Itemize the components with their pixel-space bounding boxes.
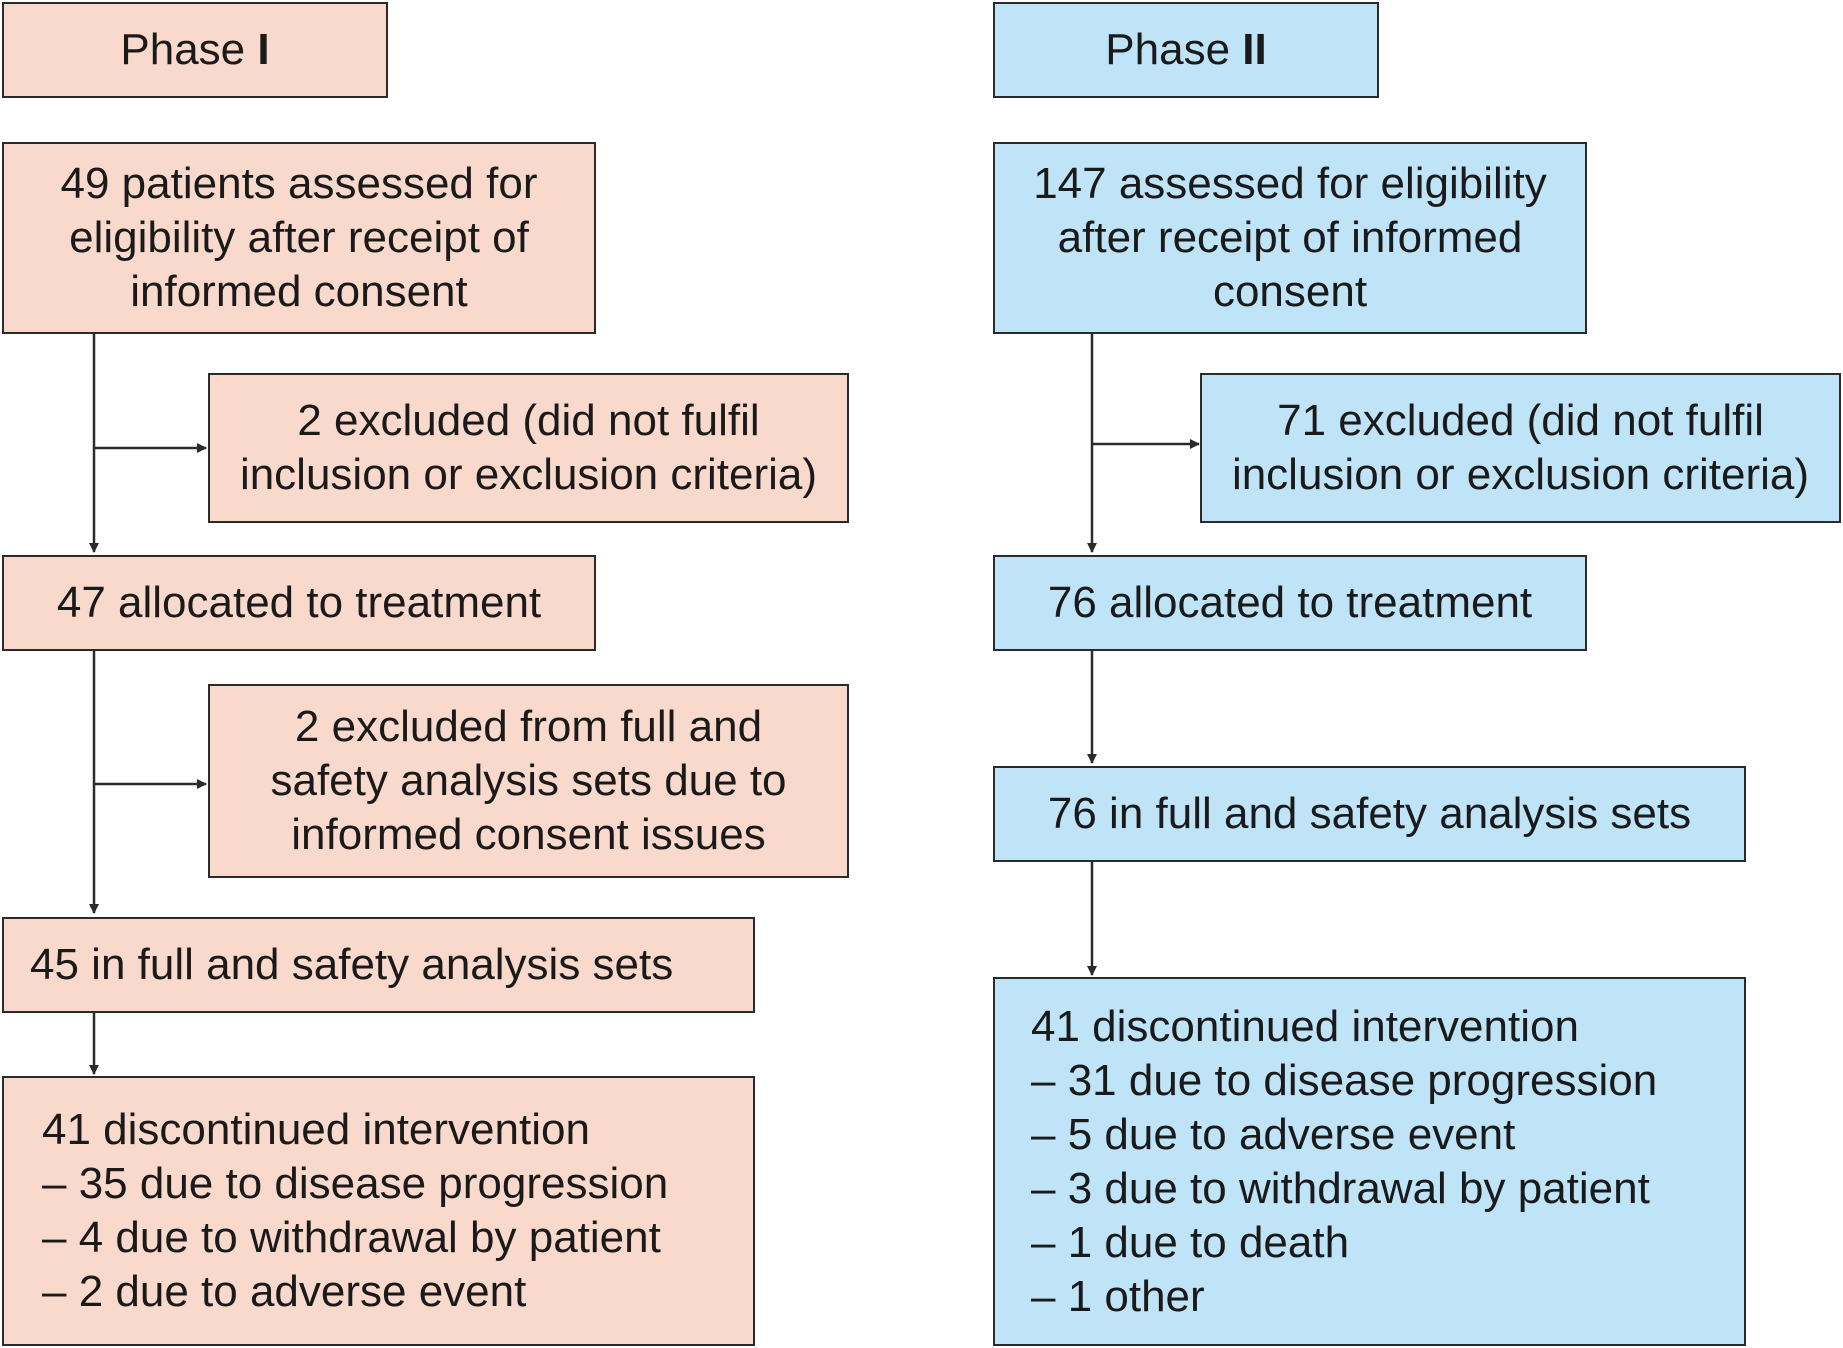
phase-2-discontinued-box: 41 discontinued intervention – 31 due to… [993, 977, 1746, 1346]
phase-1-analysis-sets-text: 45 in full and safety analysis sets [30, 940, 674, 989]
phase-2-header: Phase II [993, 2, 1379, 98]
phase-2-excluded-line: 71 excluded (did not fulfil [1277, 396, 1764, 445]
phase-2-assessed-box: 147 assessed for eligibility after recei… [993, 142, 1587, 334]
phase-1-discontinued-line: – 4 due to withdrawal by patient [42, 1213, 661, 1262]
phase-2-discontinued-line: – 31 due to disease progression [1031, 1055, 1658, 1105]
phase-1-excluded-analysis-line: 2 excluded from full and [294, 702, 763, 751]
phase-1-assessed-line: informed consent [130, 267, 468, 316]
phase-2-excluded-line: inclusion or exclusion criteria) [1231, 450, 1810, 499]
phase-1-analysis-sets-box: 45 in full and safety analysis sets [2, 917, 755, 1013]
phase-1-excluded-analysis-line: informed consent issues [291, 810, 766, 859]
phase-2-allocated-text: 76 allocated to treatment [1047, 578, 1533, 627]
phase-2-discontinued-line: – 1 due to death [1031, 1217, 1350, 1267]
phase-1-assessed-box: 49 patients assessed for eligibility aft… [2, 142, 596, 334]
phase-1-excluded-line: 2 excluded (did not fulfil [297, 396, 760, 445]
phase-2-analysis-sets-box: 76 in full and safety analysis sets [993, 766, 1746, 862]
phase-2-allocated-box: 76 allocated to treatment [993, 555, 1587, 651]
phase-2-assessed-line: after receipt of informed [1057, 213, 1523, 262]
phase-1-excluded-analysis-box: 2 excluded from full and safety analysis… [208, 684, 849, 878]
phase-2-discontinued-line: – 5 due to adverse event [1031, 1109, 1516, 1159]
phase-2-header-prefix: Phase [1105, 25, 1243, 74]
phase-2-assessed-line: 147 assessed for eligibility [1033, 159, 1547, 208]
phase-1-header: Phase I [2, 2, 388, 98]
phase-2-assessed-line: consent [1212, 267, 1368, 316]
phase-1-allocated-box: 47 allocated to treatment [2, 555, 596, 651]
phase-1-allocated-text: 47 allocated to treatment [56, 578, 542, 627]
phase-1-discontinued-line: – 35 due to disease progression [42, 1159, 669, 1208]
phase-1-discontinued-box: 41 discontinued intervention – 35 due to… [2, 1076, 755, 1346]
phase-2-discontinued-line: – 1 other [1031, 1271, 1205, 1321]
phase-1-discontinued-line: – 2 due to adverse event [42, 1267, 527, 1316]
phase-1-discontinued-line: 41 discontinued intervention [42, 1105, 590, 1154]
phase-1-assessed-line: eligibility after receipt of [69, 213, 529, 262]
phase-2-excluded-box: 71 excluded (did not fulfil inclusion or… [1200, 373, 1841, 523]
phase-1-header-roman: I [257, 25, 270, 74]
phase-1-excluded-line: inclusion or exclusion criteria) [239, 450, 818, 499]
phase-2-analysis-sets-text: 76 in full and safety analysis sets [1047, 789, 1692, 838]
phase-2-header-roman: II [1242, 25, 1267, 74]
phase-1-excluded-box: 2 excluded (did not fulfil inclusion or … [208, 373, 849, 523]
phase-1-header-prefix: Phase [120, 25, 258, 74]
phase-1-assessed-line: 49 patients assessed for [60, 159, 538, 208]
phase-2-discontinued-line: 41 discontinued intervention [1031, 1001, 1579, 1051]
phase-1-excluded-analysis-line: safety analysis sets due to [270, 756, 787, 805]
phase-2-discontinued-line: – 3 due to withdrawal by patient [1031, 1163, 1650, 1213]
